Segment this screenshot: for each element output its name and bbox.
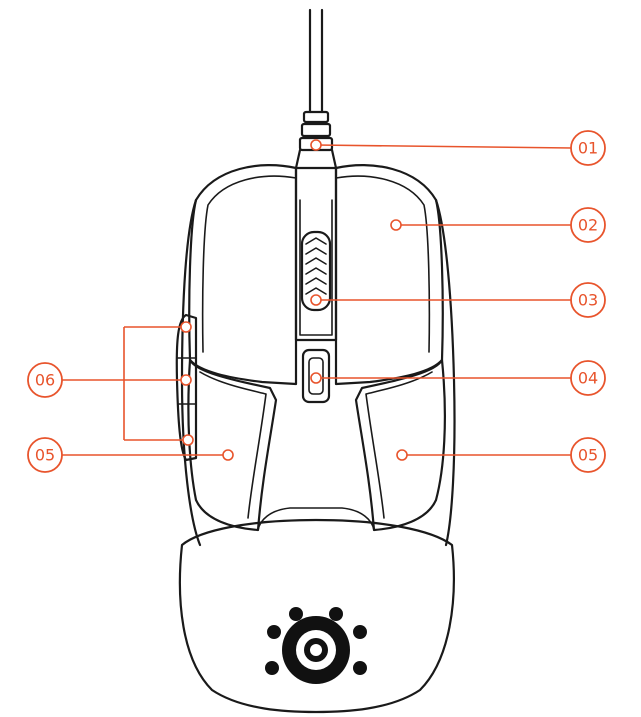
callout-04-label: 04: [578, 369, 598, 388]
callout-03-label: 03: [578, 291, 598, 310]
palm-rest: [178, 518, 455, 714]
steelseries-logo-icon: [265, 607, 367, 684]
callout-04: 04: [310, 360, 606, 396]
callout-01-label: 01: [578, 139, 598, 158]
cpi-button[interactable]: [301, 348, 331, 404]
right-main-button[interactable]: [334, 164, 444, 386]
callout-01: 01: [310, 130, 606, 166]
callout-05-right: 05: [396, 437, 606, 473]
mouse-cable: [294, 8, 338, 170]
callout-05-left-label: 05: [35, 446, 55, 465]
callout-05-right-label: 05: [578, 446, 598, 465]
callout-05-left: 05: [27, 437, 234, 473]
callout-02-label: 02: [578, 216, 598, 235]
scroll-wheel-channel: [294, 166, 338, 342]
scroll-wheel[interactable]: [300, 230, 332, 312]
callout-06: 06: [27, 321, 194, 446]
callout-02: 02: [390, 207, 606, 243]
callout-06-label: 06: [35, 371, 55, 390]
left-main-button[interactable]: [188, 164, 298, 386]
callout-03: 03: [310, 282, 606, 318]
